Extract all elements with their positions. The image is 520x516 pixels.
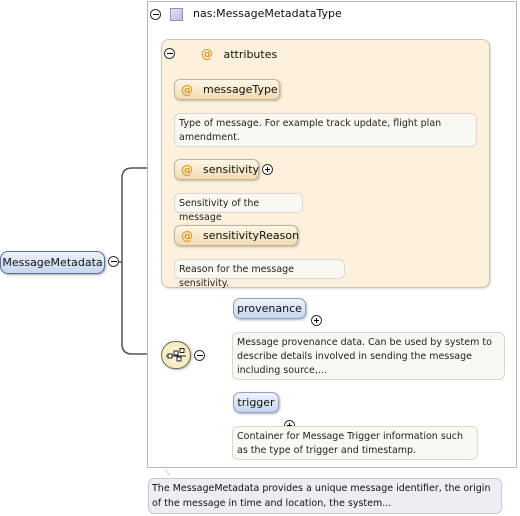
element-trigger[interactable]: trigger	[233, 392, 279, 413]
minus-icon	[152, 14, 159, 15]
expand-provenance-button[interactable]	[311, 315, 322, 326]
element-doc: Container for Message Trigger informatio…	[232, 426, 478, 460]
attribute-sensitivityReason[interactable]: @ sensitivityReason	[174, 225, 300, 246]
element-name: provenance	[237, 302, 302, 315]
root-element-doc: The MessageMetadata provides a unique me…	[148, 478, 502, 514]
collapse-root-button[interactable]	[108, 256, 119, 267]
attribute-sensitivity[interactable]: @ sensitivity	[174, 159, 259, 180]
attribute-name: sensitivity	[203, 163, 260, 176]
at-icon: @	[181, 228, 193, 243]
minus-icon	[110, 261, 117, 262]
minus-icon	[196, 355, 203, 356]
collapse-sequence-button[interactable]	[194, 350, 205, 361]
collapse-type-button[interactable]	[150, 9, 161, 20]
attributes-title: attributes	[223, 48, 278, 61]
attribute-name: sensitivityReason	[203, 229, 300, 242]
expand-sensitivity-button[interactable]	[262, 164, 273, 175]
root-element-node[interactable]: MessageMetadata	[0, 251, 105, 274]
element-provenance[interactable]: provenance	[233, 298, 306, 319]
at-icon: @	[201, 47, 213, 61]
minus-icon	[166, 53, 173, 54]
attribute-messageType[interactable]: @ messageType	[174, 79, 280, 100]
at-icon: @	[181, 82, 193, 97]
root-element-name: MessageMetadata	[2, 256, 103, 269]
element-name: trigger	[237, 396, 275, 409]
type-title: nas:MessageMetadataType	[193, 7, 342, 20]
attribute-name: messageType	[203, 83, 278, 96]
complex-type-icon	[170, 8, 183, 21]
attribute-doc: Reason for the message sensitivity.	[174, 259, 345, 289]
sequence-node[interactable]	[161, 341, 191, 369]
element-doc: Message provenance data. Can be used by …	[232, 332, 505, 380]
collapse-attributes-button[interactable]	[164, 48, 175, 59]
attribute-doc: Type of message. For example track updat…	[174, 113, 477, 147]
attributes-header: @ attributes	[201, 47, 277, 61]
attribute-doc: Sensitivity of the message	[174, 193, 303, 223]
sequence-compositor-icon	[166, 348, 186, 362]
at-icon: @	[181, 162, 193, 177]
